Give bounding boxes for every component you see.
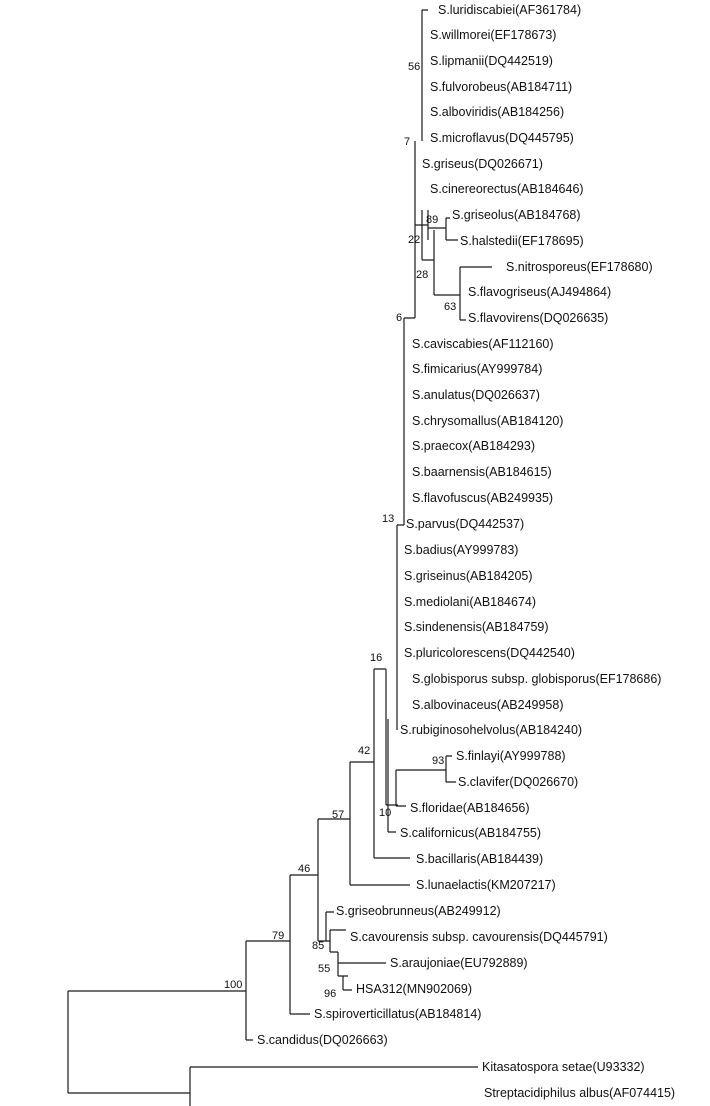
leaf-label: S.bacillaris(AB184439) <box>416 852 543 866</box>
branch-node-7 <box>414 141 422 318</box>
support-value: 55 <box>318 963 330 975</box>
support-value: 42 <box>358 745 370 757</box>
leaf-label: S.sindenensis(AB184759) <box>404 620 549 634</box>
leaf-label: S.flavofuscus(AB249935) <box>412 491 553 505</box>
leaf-label: S.parvus(DQ442537) <box>406 517 524 531</box>
leaf-label: S.cinereorectus(AB184646) <box>430 182 584 196</box>
branch-node-96 <box>342 975 352 991</box>
branch-node-56 <box>421 9 428 141</box>
support-value: 13 <box>382 513 394 525</box>
support-value: 6 <box>396 312 402 324</box>
leaf-label: Streptacidiphilus albus(AF074415) <box>484 1086 675 1100</box>
leaf-label: Kitasatospora setae(U93332) <box>482 1060 645 1074</box>
branch-node-46 <box>317 818 350 942</box>
leaf-label: S.floridae(AB184656) <box>410 801 530 815</box>
leaf-label: S.californicus(AB184755) <box>400 826 541 840</box>
leaf-label: S.chrysomallus(AB184120) <box>412 414 563 428</box>
leaf-label: HSA312(MN902069) <box>356 982 472 996</box>
leaf-labels: S.luridiscabiei(AF361784) S.willmorei(EF… <box>257 3 675 1100</box>
leaf-label: S.flavovirens(DQ026635) <box>468 311 608 325</box>
branch-node-42 <box>373 668 410 859</box>
leaf-label: S.griseolus(AB184768) <box>452 208 581 222</box>
leaf-label: S.araujoniae(EU792889) <box>390 956 528 970</box>
branch-node-55 <box>337 952 386 977</box>
leaf-label: S.rubiginosohelvolus(AB184240) <box>400 723 582 737</box>
support-value: 16 <box>370 652 382 664</box>
support-values: 56 7 89 22 28 63 6 13 16 42 93 10 57 46 … <box>224 61 456 1000</box>
leaf-label: S.fulvorobeus(AB184711) <box>430 80 572 94</box>
support-value: 7 <box>404 136 410 148</box>
leaf-label: S.microflavus(DQ445795) <box>430 131 574 145</box>
support-value: 96 <box>324 988 336 1000</box>
leaf-label: S.pluricolorescens(DQ442540) <box>404 646 575 660</box>
support-value: 56 <box>408 61 420 73</box>
leaf-label: S.baarnensis(AB184615) <box>412 465 552 479</box>
leaf-label: S.globisporus subsp. globisporus(EF17868… <box>412 672 661 686</box>
support-value: 79 <box>272 930 284 942</box>
leaf-label: S.willmorei(EF178673) <box>430 28 556 42</box>
branch-node-28 <box>433 230 460 296</box>
leaf-label: S.lipmanii(DQ442519) <box>430 54 553 68</box>
leaf-label: S.candidus(DQ026663) <box>257 1033 388 1047</box>
branch-node-22 <box>421 210 434 261</box>
leaf-label: S.griseinus(AB184205) <box>404 569 533 583</box>
support-value: 63 <box>444 301 456 313</box>
leaf-label: S.albovinaceus(AB249958) <box>412 698 564 712</box>
leaf-label: S.alboviridis(AB184256) <box>430 105 564 119</box>
support-value: 100 <box>224 979 242 991</box>
leaf-label: S.griseus(DQ026671) <box>422 157 543 171</box>
leaf-label: S.flavogriseus(AJ494864) <box>468 285 611 299</box>
branch-root <box>67 990 246 1094</box>
support-value: 85 <box>312 940 324 952</box>
leaf-label: S.nitrosporeus(EF178680) <box>506 260 653 274</box>
support-value: 10 <box>379 807 391 819</box>
branch-node-63 <box>459 266 492 321</box>
leaf-label: S.anulatus(DQ026637) <box>412 388 540 402</box>
branch-outgroups <box>189 1066 478 1106</box>
leaf-label: S.badius(AY999783) <box>404 543 518 557</box>
branch-node-85b <box>329 929 346 953</box>
branch-finlayi-clavifer <box>395 755 456 807</box>
leaf-label: S.praecox(AB184293) <box>412 439 535 453</box>
leaf-label: S.clavifer(DQ026670) <box>458 775 578 789</box>
leaf-label: S.mediolani(AB184674) <box>404 595 536 609</box>
leaf-label: S.caviscabies(AF112160) <box>412 337 554 351</box>
leaf-label: S.lunaelactis(KM207217) <box>416 878 556 892</box>
support-value: 22 <box>408 234 420 246</box>
branch-node-85 <box>325 911 334 942</box>
branch-node-10 <box>387 719 396 833</box>
support-value: 57 <box>332 809 344 821</box>
support-value: 89 <box>426 214 438 226</box>
branch-node-6 <box>403 317 415 525</box>
branch-node-89 <box>427 210 458 241</box>
leaf-label: S.cavourensis subsp. cavourensis(DQ44579… <box>350 930 608 944</box>
branch-node-79 <box>289 874 318 1015</box>
leaf-label: S.finlayi(AY999788) <box>456 749 566 763</box>
support-value: 46 <box>298 863 310 875</box>
leaf-label: S.spiroverticillatus(AB184814) <box>314 1007 481 1021</box>
branch-node-13 <box>396 524 404 730</box>
branch-node-100 <box>245 940 290 1041</box>
leaf-label: S.halstedii(EF178695) <box>460 234 584 248</box>
support-value: 93 <box>432 755 444 767</box>
branch-node-57 <box>349 761 410 886</box>
tree-branches <box>67 9 492 1106</box>
support-value: 28 <box>416 269 428 281</box>
leaf-label: S.fimicarius(AY999784) <box>412 362 542 376</box>
leaf-label: S.griseobrunneus(AB249912) <box>336 904 501 918</box>
leaf-label: S.luridiscabiei(AF361784) <box>438 3 581 17</box>
